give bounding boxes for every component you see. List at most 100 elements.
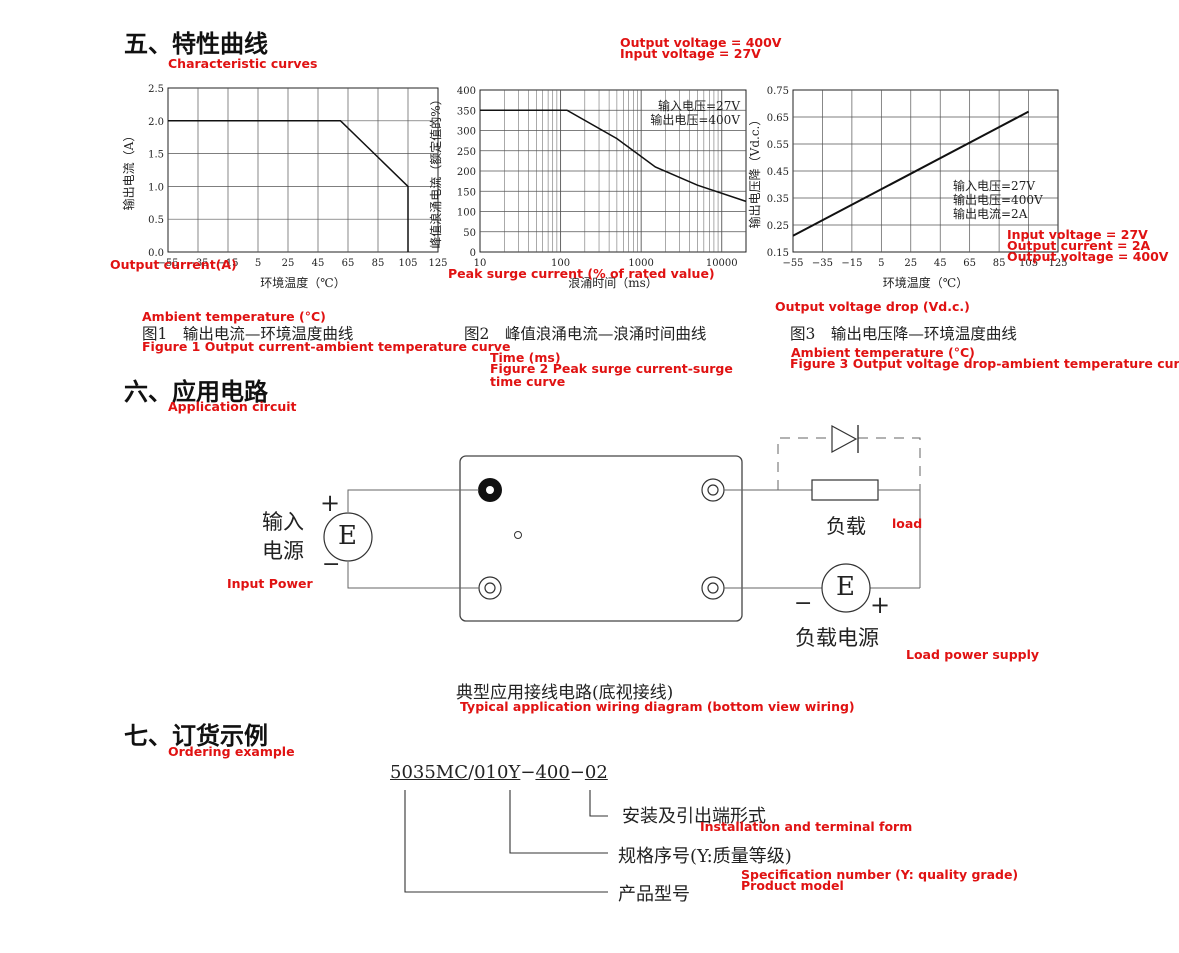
load-source-symbol [821,563,871,613]
code-slash: / [468,762,475,783]
x-tick-label: −55 [782,258,803,269]
chart-annotation: 输出电压=400V [650,112,740,127]
x-tick-label: 5 [878,258,884,269]
x-tick-label: 1000 [628,258,653,269]
spec-label: 规格序号(Y:质量等级) [618,846,792,867]
y-tick-label: 200 [457,167,476,178]
input-label-1: 输入 [262,510,304,534]
y-tick-label: 400 [457,86,476,97]
chart-annotation: 输出电流=2A [953,206,1028,221]
section-5-en: Characteristic curves [168,56,318,71]
y-tick-label: 100 [457,208,476,219]
y-tick-label: 2.0 [148,117,164,128]
y-tick-label: 150 [457,187,476,198]
y-tick-label: 0 [470,248,476,259]
section-6-title: 六、应用电路 [124,377,268,406]
x-tick-label: 45 [312,258,325,269]
model-en: Product model [741,878,844,893]
section-5-title: 五、特性曲线 [124,29,268,58]
x-tick-label: 85 [993,258,1006,269]
chart-annotation: 输出电压=400V [953,192,1043,207]
y-tick-label: 0.35 [767,194,789,205]
y-tick-label: 350 [457,106,476,117]
load-label: 负载 [826,514,866,538]
code-voltage: 400 [535,762,570,783]
ordering-code: 5035MC/010Y−400−02 [390,762,608,783]
x-tick-label: 125 [1048,258,1067,269]
x-tick-label: −15 [217,258,238,269]
section-7-title: 七、订货示例 [124,721,268,750]
x-axis-label: 环境温度（℃） [883,275,968,290]
code-spec: 010Y [474,762,521,783]
x-tick-label: 10000 [706,258,738,269]
fig2-xlabel-en: Time (ms) [490,350,561,365]
module-body [459,455,743,622]
x-tick-label: 65 [963,258,976,269]
input-power-en: Input Power [227,576,313,591]
y-tick-label: 1.5 [148,150,164,161]
fig2-caption: 图2 峰值浪涌电流—浪涌时间曲线 [464,325,707,343]
model-label: 产品型号 [618,884,690,905]
y-axis-label: 峰值浪涌电流（额定值的%） [428,93,443,248]
fig3-xlabel-en: Ambient temperature (°C) [791,345,975,360]
install-en: Installation and terminal form [700,819,913,834]
plot-frame [167,87,439,253]
series-line [168,120,409,252]
x-tick-label: 125 [428,258,447,269]
fig3-cond-1: Input voltage = 27V [1007,227,1148,242]
spec-en: Specification number (Y: quality grade) [741,867,1019,882]
overlay-output-voltage-top: Output voltage = 400V [620,35,782,50]
fig3-caption: 图3 输出电压降—环境温度曲线 [790,325,1017,343]
fig2-caption-en: Figure 2 Peak surge current-surge time c… [490,361,733,389]
y-tick-label: 0.75 [767,86,789,97]
x-axis-label: 环境温度（℃） [260,275,345,290]
x-tick-label: 25 [282,258,295,269]
x-tick-label: 10 [474,258,487,269]
x-tick-label: 5 [255,258,261,269]
series-line [792,110,1030,237]
x-tick-label: −35 [812,258,833,269]
x-tick-label: −15 [841,258,862,269]
x-tick-label: 105 [1019,258,1038,269]
input-minus: − [322,552,341,577]
circuit-caption-en: Typical application wiring diagram (bott… [460,699,855,714]
y-tick-label: 50 [463,228,476,239]
x-tick-label: 100 [551,258,570,269]
code-dash-2: − [569,762,585,783]
fig3-ylabel-en: Output voltage drop (Vd.c.) [775,299,970,314]
load-plus: + [870,591,891,619]
fig3-caption-en: Figure 3 Output voltage drop-ambient tem… [790,356,1179,371]
y-tick-label: 0.5 [148,215,164,226]
input-plus: + [320,489,341,517]
fig2-ylabel-en: Peak surge current (% of rated value) [448,266,715,281]
fig3-cond-3: Output voltage = 400V [1007,249,1169,264]
fig1-xlabel-en: Ambient temperature (°C) [142,309,326,324]
x-tick-label: 65 [342,258,355,269]
y-tick-label: 0.55 [767,140,789,151]
y-tick-label: 1.0 [148,182,164,193]
load-supply-label: 负载电源 [795,626,879,650]
x-tick-label: 85 [372,258,385,269]
code-terminal: 02 [584,762,608,783]
install-label: 安装及引出端形式 [622,806,766,827]
fig1-caption: 图1 输出电流—环境温度曲线 [142,325,354,343]
circuit-caption: 典型应用接线电路(底视接线) [456,683,674,703]
x-tick-label: 105 [398,258,417,269]
input-source-symbol [323,512,373,562]
load-source-E: E [836,572,855,602]
load-supply-en: Load power supply [906,647,1040,662]
y-tick-label: 0.25 [767,221,789,232]
section-7-en: Ordering example [168,744,295,759]
input-source-E: E [338,521,357,551]
y-tick-label: 0.0 [148,248,164,259]
chart-annotation: 输入电压=27V [953,178,1035,193]
x-tick-label: −35 [187,258,208,269]
load-minus: − [794,591,813,616]
y-tick-label: 0.45 [767,167,789,178]
y-tick-label: 0.65 [767,113,789,124]
